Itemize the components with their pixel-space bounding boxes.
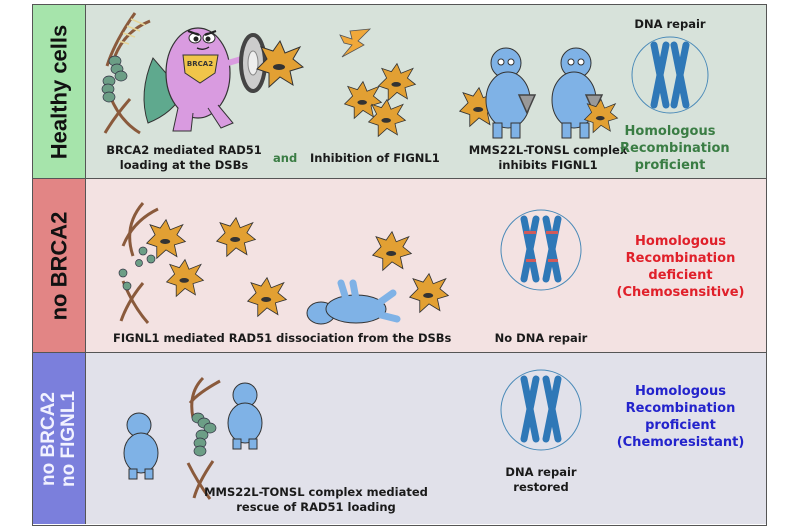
status-line: Homologous [624, 124, 716, 139]
row-no-brca2: no BRCA2 FIGNL1 mediated RAD51 dissociat… [33, 179, 766, 353]
status-line: proficient [634, 158, 706, 173]
caption-dna-repair: DNA repair [634, 17, 706, 31]
caption-line: BRCA2 mediated RAD51 [106, 143, 262, 157]
caption-line: restored [513, 480, 569, 494]
mms22l-character-icon [227, 382, 263, 450]
fignl1-monster-icon [165, 258, 205, 298]
caption-dna-repair-restored: DNA repair restored [488, 465, 594, 495]
fignl1-monster-icon [256, 39, 305, 89]
caption-brca2-loading: BRCA2 mediated RAD51 loading at the DSBs [89, 143, 279, 173]
fignl1-monster-icon [408, 272, 450, 314]
figure-frame: Healthy cells BR [32, 4, 767, 526]
row-label-line: no FIGNL1 [58, 390, 79, 487]
status-hr-deficient: Homologous Recombination deficient (Chem… [603, 233, 758, 301]
fignl1-monster-icon [145, 218, 187, 260]
status-line: (Chemoresistant) [616, 435, 745, 450]
caption-and: and [273, 151, 298, 165]
status-line: Homologous [635, 384, 726, 399]
row-label-healthy-cells: Healthy cells [33, 5, 86, 178]
rescued-dna-strand-icon [186, 376, 221, 500]
fignl1-monster-icon [246, 276, 288, 318]
caption-no-dna-repair: No DNA repair [494, 331, 588, 345]
fignl1-monster-icon [371, 230, 413, 272]
status-line: Recombination [625, 251, 736, 266]
brca2-superhero-icon: BRCA2 [143, 27, 246, 132]
row-no-brca2-no-fignl1: no BRCA2 no FIGNL1 MMS22L-TONSL com [33, 353, 766, 524]
fignl1-monster-icon [215, 216, 257, 258]
caption-line: DNA repair [505, 465, 577, 479]
status-hr-proficient: Homologous Recombination proficient [620, 123, 730, 174]
row-label-no-brca2: no BRCA2 [33, 179, 86, 352]
knocked-down-mms22l-icon [306, 279, 401, 325]
row-label-text: Healthy cells [46, 24, 72, 159]
caption-complex-inhibits: MMS22L-TONSL complex inhibits FIGNL1 [463, 143, 633, 173]
mms22l-character-icon [551, 47, 604, 139]
caption-line: MMS22L-TONSL complex mediated [204, 485, 428, 499]
mms22l-character-icon [123, 412, 159, 480]
caption-line: inhibits FIGNL1 [498, 158, 598, 172]
chromosome-damaged-icon [500, 209, 582, 291]
dna-strand-icon [101, 12, 151, 135]
caption-line: loading at the DSBs [119, 158, 249, 172]
fignl1-monster-icon [583, 98, 619, 134]
status-line: deficient [648, 268, 713, 283]
lightning-bolt-icon [339, 28, 372, 58]
status-line: proficient [645, 418, 716, 433]
row-label-text: no BRCA2 [46, 211, 71, 320]
fignl1-monster-icon [367, 98, 407, 138]
status-line: Recombination [620, 141, 730, 156]
chromosome-intact-icon [631, 36, 709, 114]
caption-line: rescue of RAD51 loading [236, 500, 396, 514]
status-line: Recombination [625, 401, 736, 416]
mms22l-character-icon [485, 47, 537, 139]
status-hr-proficient-chemoresistant: Homologous Recombination proficient (Che… [603, 383, 758, 451]
status-line: (Chemosensitive) [616, 285, 745, 300]
caption-line: MMS22L-TONSL complex [468, 143, 628, 157]
caption-fignl1-dissociation: FIGNL1 mediated RAD51 dissociation from … [113, 331, 452, 345]
fignl1-monster-icon [377, 62, 417, 102]
brca2-badge-text: BRCA2 [187, 60, 213, 68]
caption-inhibition-fignl1: Inhibition of FIGNL1 [310, 151, 440, 165]
fignl1-monster-icon [343, 80, 383, 120]
caption-complex-rescue: MMS22L-TONSL complex mediated rescue of … [201, 485, 431, 515]
status-line: Homologous [635, 234, 726, 249]
broken-dna-strand-icon [118, 202, 159, 324]
row-label-no-brca2-no-fignl1: no BRCA2 no FIGNL1 [33, 353, 86, 524]
row-healthy-cells: Healthy cells BR [33, 5, 766, 179]
chromosome-restored-icon [500, 369, 582, 451]
row-label-text: no BRCA2 no FIGNL1 [38, 390, 79, 487]
row-label-line: no BRCA2 [38, 391, 59, 486]
